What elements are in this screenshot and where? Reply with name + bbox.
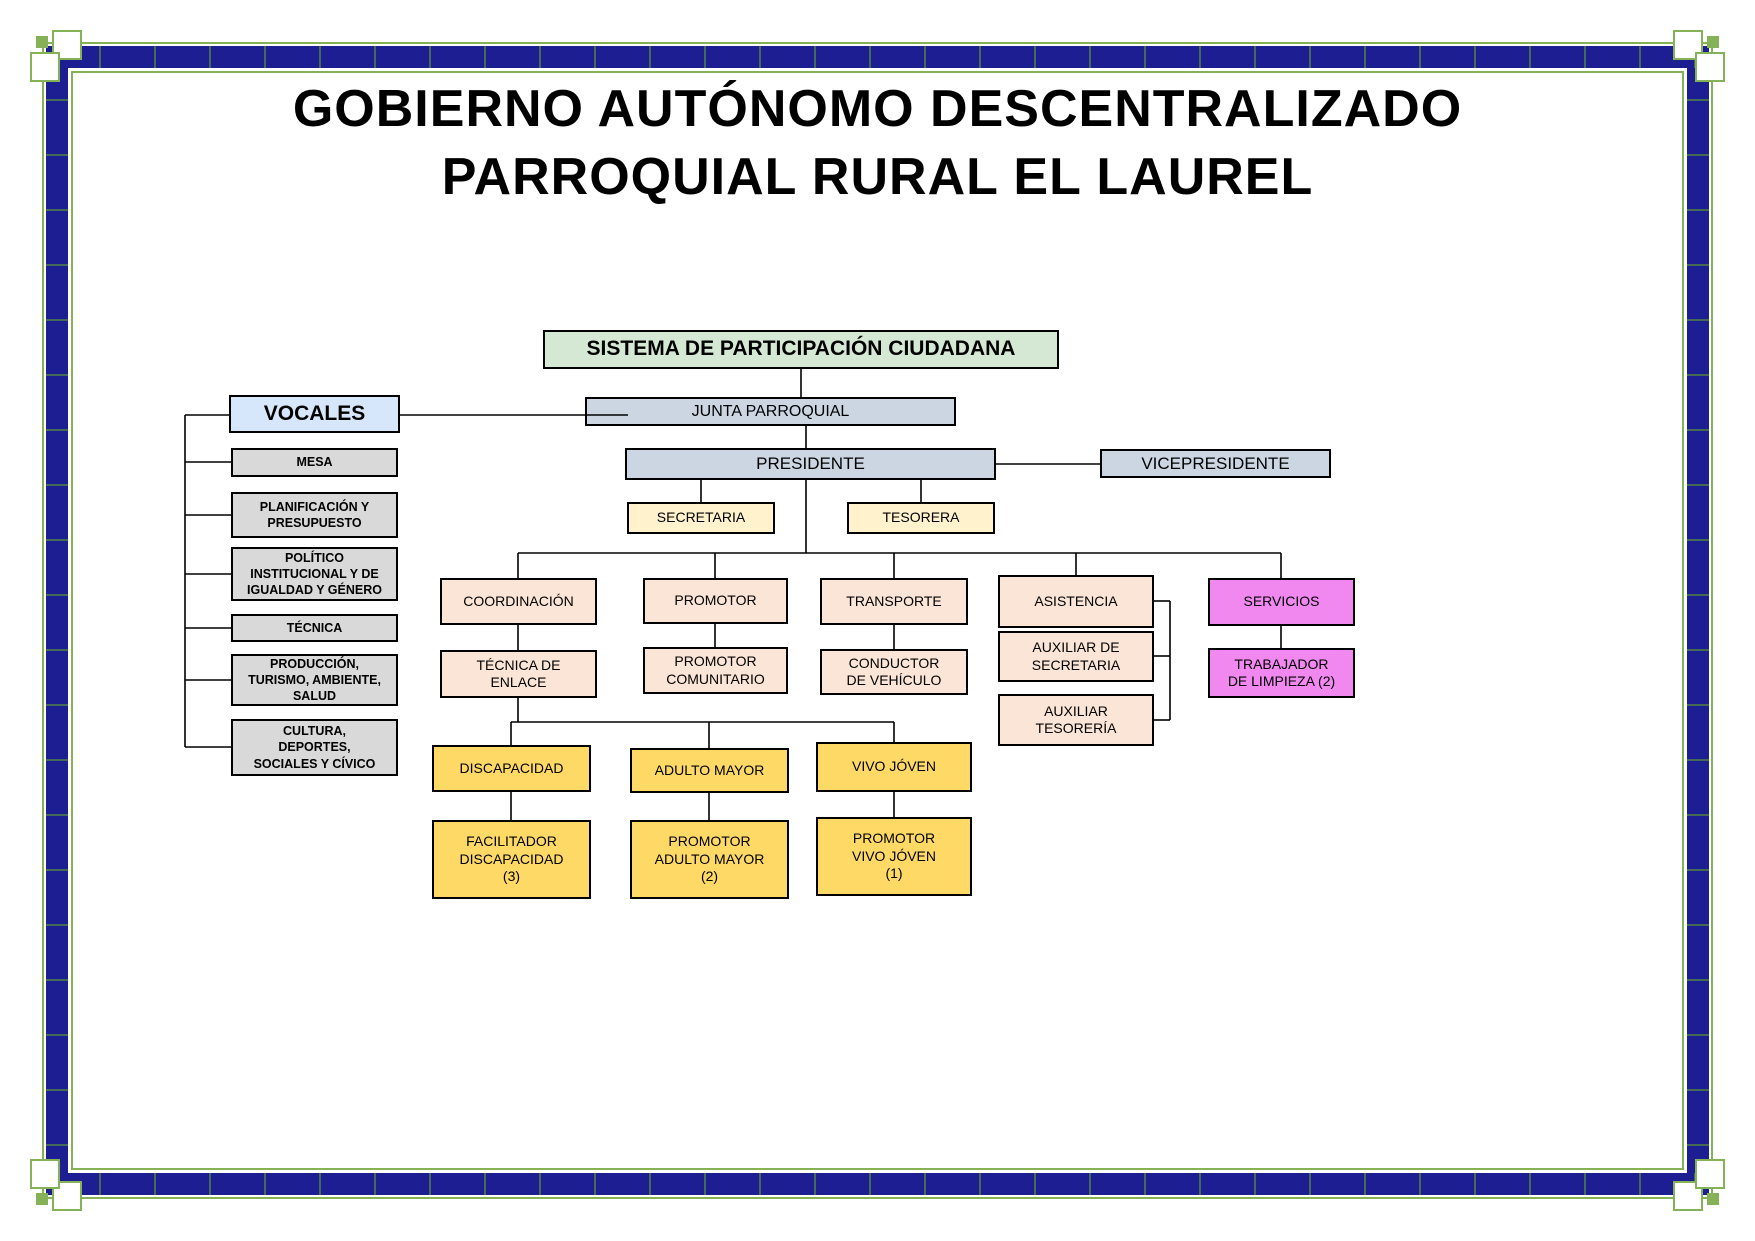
node-promotor: PROMOTOR	[643, 578, 788, 624]
node-promotor-adulto-mayor: PROMOTOR ADULTO MAYOR (2)	[630, 820, 789, 899]
node-adulto-mayor: ADULTO MAYOR	[630, 748, 789, 793]
node-presidente: PRESIDENTE	[625, 448, 996, 480]
border-ticks-left	[46, 46, 68, 1195]
node-auxiliar-secretaria: AUXILIAR DE SECRETARIA	[998, 631, 1154, 682]
page-title-line2: PARROQUIAL RURAL EL LAUREL	[441, 147, 1314, 206]
border-ticks-bottom	[46, 1173, 1709, 1195]
node-asistencia: ASISTENCIA	[998, 575, 1154, 628]
page-title: GOBIERNO AUTÓNOMO DESCENTRALIZADO PARROQ…	[90, 76, 1665, 211]
node-mesa: MESA	[231, 448, 398, 477]
node-auxiliar-tesoreria: AUXILIAR TESORERÍA	[998, 694, 1154, 746]
node-servicios: SERVICIOS	[1208, 578, 1355, 626]
border-ticks-top	[46, 46, 1709, 68]
corner-ornament-top-left	[0, 0, 90, 90]
corner-ornament-bottom-left	[0, 1151, 90, 1241]
border-ticks-right	[1687, 46, 1709, 1195]
node-vicepresidente: VICEPRESIDENTE	[1100, 449, 1331, 478]
node-trabajador-limpieza: TRABAJADOR DE LIMPIEZA (2)	[1208, 648, 1355, 698]
node-junta-parroquial: JUNTA PARROQUIAL	[585, 397, 956, 426]
node-secretaria: SECRETARIA	[627, 502, 775, 534]
node-conductor-vehiculo: CONDUCTOR DE VEHÍCULO	[820, 649, 968, 695]
node-promotor-vivo-joven: PROMOTOR VIVO JÓVEN (1)	[816, 817, 972, 896]
node-vocales: VOCALES	[229, 395, 400, 433]
node-vivo-joven: VIVO JÓVEN	[816, 742, 972, 792]
node-cultura-deportes: CULTURA, DEPORTES, SOCIALES Y CÍVICO	[231, 719, 398, 776]
node-discapacidad: DISCAPACIDAD	[432, 745, 591, 792]
node-promotor-comunitario: PROMOTOR COMUNITARIO	[643, 647, 788, 694]
node-planificacion-presupuesto: PLANIFICACIÓN Y PRESUPUESTO	[231, 492, 398, 538]
node-politico-institucional: POLÍTICO INSTITUCIONAL Y DE IGUALDAD Y G…	[231, 547, 398, 601]
node-coordinacion: COORDINACIÓN	[440, 578, 597, 625]
node-facilitador-discapacidad: FACILITADOR DISCAPACIDAD (3)	[432, 820, 591, 899]
page-title-line1: GOBIERNO AUTÓNOMO DESCENTRALIZADO	[292, 80, 1463, 138]
node-transporte: TRANSPORTE	[820, 578, 968, 625]
node-produccion-turismo: PRODUCCIÓN, TURISMO, AMBIENTE, SALUD	[231, 654, 398, 706]
corner-ornament-top-right	[1665, 0, 1755, 90]
node-tesorera: TESORERA	[847, 502, 995, 534]
node-sistema-participacion: SISTEMA DE PARTICIPACIÓN CIUDADANA	[543, 330, 1059, 369]
node-tecnica: TÉCNICA	[231, 614, 398, 642]
corner-ornament-bottom-right	[1665, 1151, 1755, 1241]
node-tecnica-de-enlace: TÉCNICA DE ENLACE	[440, 650, 597, 698]
